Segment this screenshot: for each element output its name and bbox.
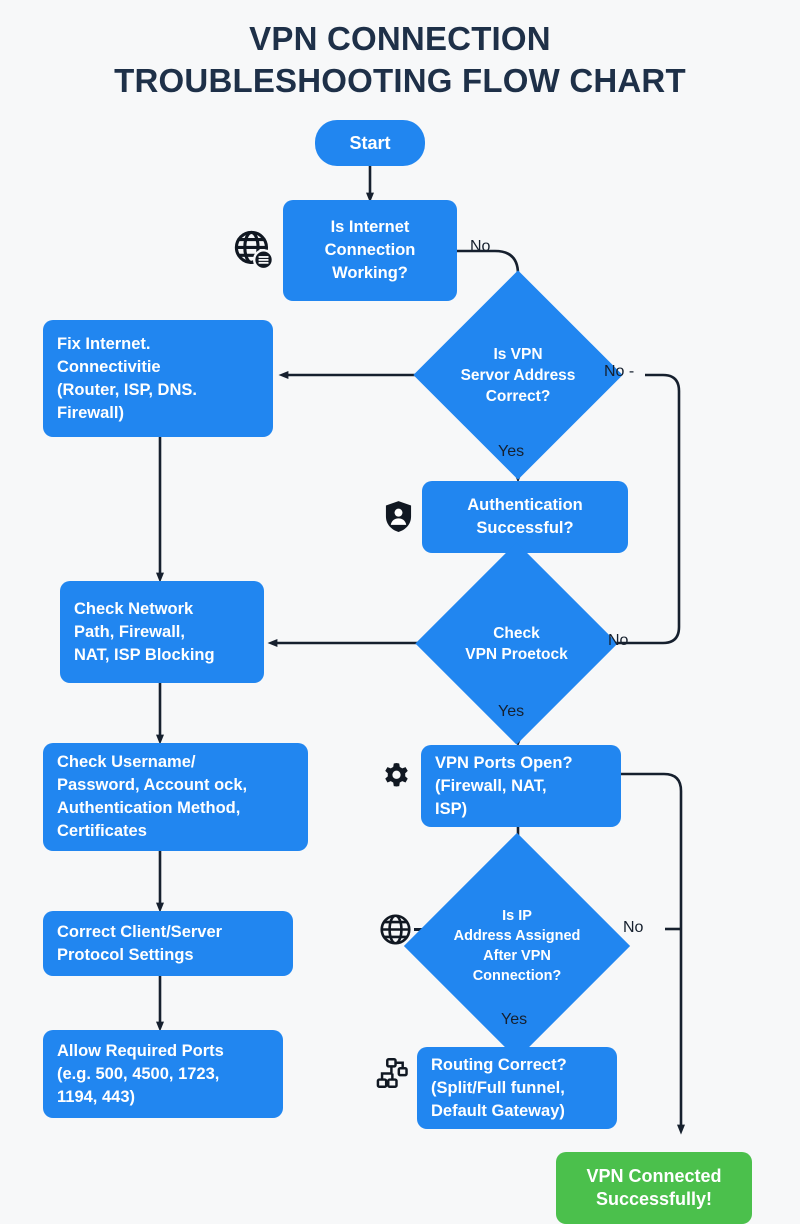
node-vpn-connected[interactable]: VPN Connected Successfully! bbox=[556, 1152, 752, 1224]
node-allow-ports-label: Allow Required Ports (e.g. 500, 4500, 17… bbox=[57, 1041, 224, 1106]
node-check-protocol-label: Check VPN Proetock bbox=[465, 624, 568, 663]
node-ip-assigned-label: Is IP Address Assigned After VPN Connect… bbox=[453, 908, 581, 984]
node-ip-assigned[interactable]: Is IP Address Assigned After VPN Connect… bbox=[403, 832, 631, 1060]
node-internet-check[interactable]: Is Internet Connection Working? bbox=[283, 200, 457, 301]
edge-ports-to-connected bbox=[621, 772, 685, 1135]
node-check-credentials-label: Check Username/ Password, Account ock, A… bbox=[57, 753, 248, 840]
node-correct-protocol-settings[interactable]: Correct Client/Server Protocol Settings bbox=[43, 911, 293, 976]
node-authentication-label: Authentication Successful? bbox=[467, 496, 583, 537]
edge-label-ip-yes: Yes bbox=[501, 1011, 528, 1028]
edge-label-server-no: No - bbox=[604, 363, 635, 380]
node-check-network-path[interactable]: Check Network Path, Firewall, NAT, ISP B… bbox=[60, 581, 264, 683]
edge-label-ip-no: No bbox=[623, 919, 644, 936]
globe-network-icon bbox=[232, 228, 276, 272]
edge-label-internet-no: No bbox=[470, 238, 491, 255]
globe-icon bbox=[379, 913, 412, 946]
gear-icon bbox=[381, 762, 412, 793]
node-correct-protocol-settings-label: Correct Client/Server Protocol Settings bbox=[57, 922, 223, 964]
node-vpn-ports[interactable]: VPN Ports Open? (Firewall, NAT, ISP) bbox=[421, 745, 621, 827]
node-allow-ports[interactable]: Allow Required Ports (e.g. 500, 4500, 17… bbox=[43, 1030, 283, 1118]
node-start-label: Start bbox=[349, 132, 391, 153]
sitemap-icon bbox=[376, 1057, 409, 1090]
page-title: VPN CONNECTION TROUBLESHOOTING FLOW CHAR… bbox=[0, 18, 800, 102]
node-routing-label: Routing Correct? (Split/Full funnel, Def… bbox=[431, 1055, 567, 1120]
node-vpn-connected-label: VPN Connected Successfully! bbox=[586, 1166, 722, 1209]
edge-label-server-yes: Yes bbox=[498, 443, 525, 460]
node-start[interactable]: Start bbox=[315, 120, 425, 166]
node-server-address[interactable]: Is VPN Servor Address Correct? bbox=[413, 270, 623, 480]
node-check-protocol[interactable]: Check VPN Proetock bbox=[415, 542, 618, 745]
page-title-line-1: VPN CONNECTION bbox=[249, 20, 551, 57]
node-fix-internet[interactable]: Fix Internet. Connectivitie (Router, ISP… bbox=[43, 320, 273, 437]
node-vpn-ports-label: VPN Ports Open? (Firewall, NAT, ISP) bbox=[435, 753, 573, 818]
node-authentication[interactable]: Authentication Successful? bbox=[422, 481, 628, 553]
node-server-address-label: Is VPN Servor Address Correct? bbox=[460, 345, 576, 405]
node-check-network-path-label: Check Network Path, Firewall, NAT, ISP B… bbox=[74, 599, 215, 664]
shield-user-icon bbox=[384, 500, 413, 533]
edge-label-protocol-no: No bbox=[608, 632, 629, 649]
node-fix-internet-label: Fix Internet. Connectivitie (Router, ISP… bbox=[57, 334, 197, 422]
node-internet-check-label: Is Internet Connection Working? bbox=[324, 218, 416, 282]
edge-label-protocol-yes: Yes bbox=[498, 703, 525, 720]
page-title-line-2: TROUBLESHOOTING FLOW CHART bbox=[114, 62, 686, 99]
node-check-credentials[interactable]: Check Username/ Password, Account ock, A… bbox=[43, 743, 308, 851]
node-routing[interactable]: Routing Correct? (Split/Full funnel, Def… bbox=[417, 1047, 617, 1129]
